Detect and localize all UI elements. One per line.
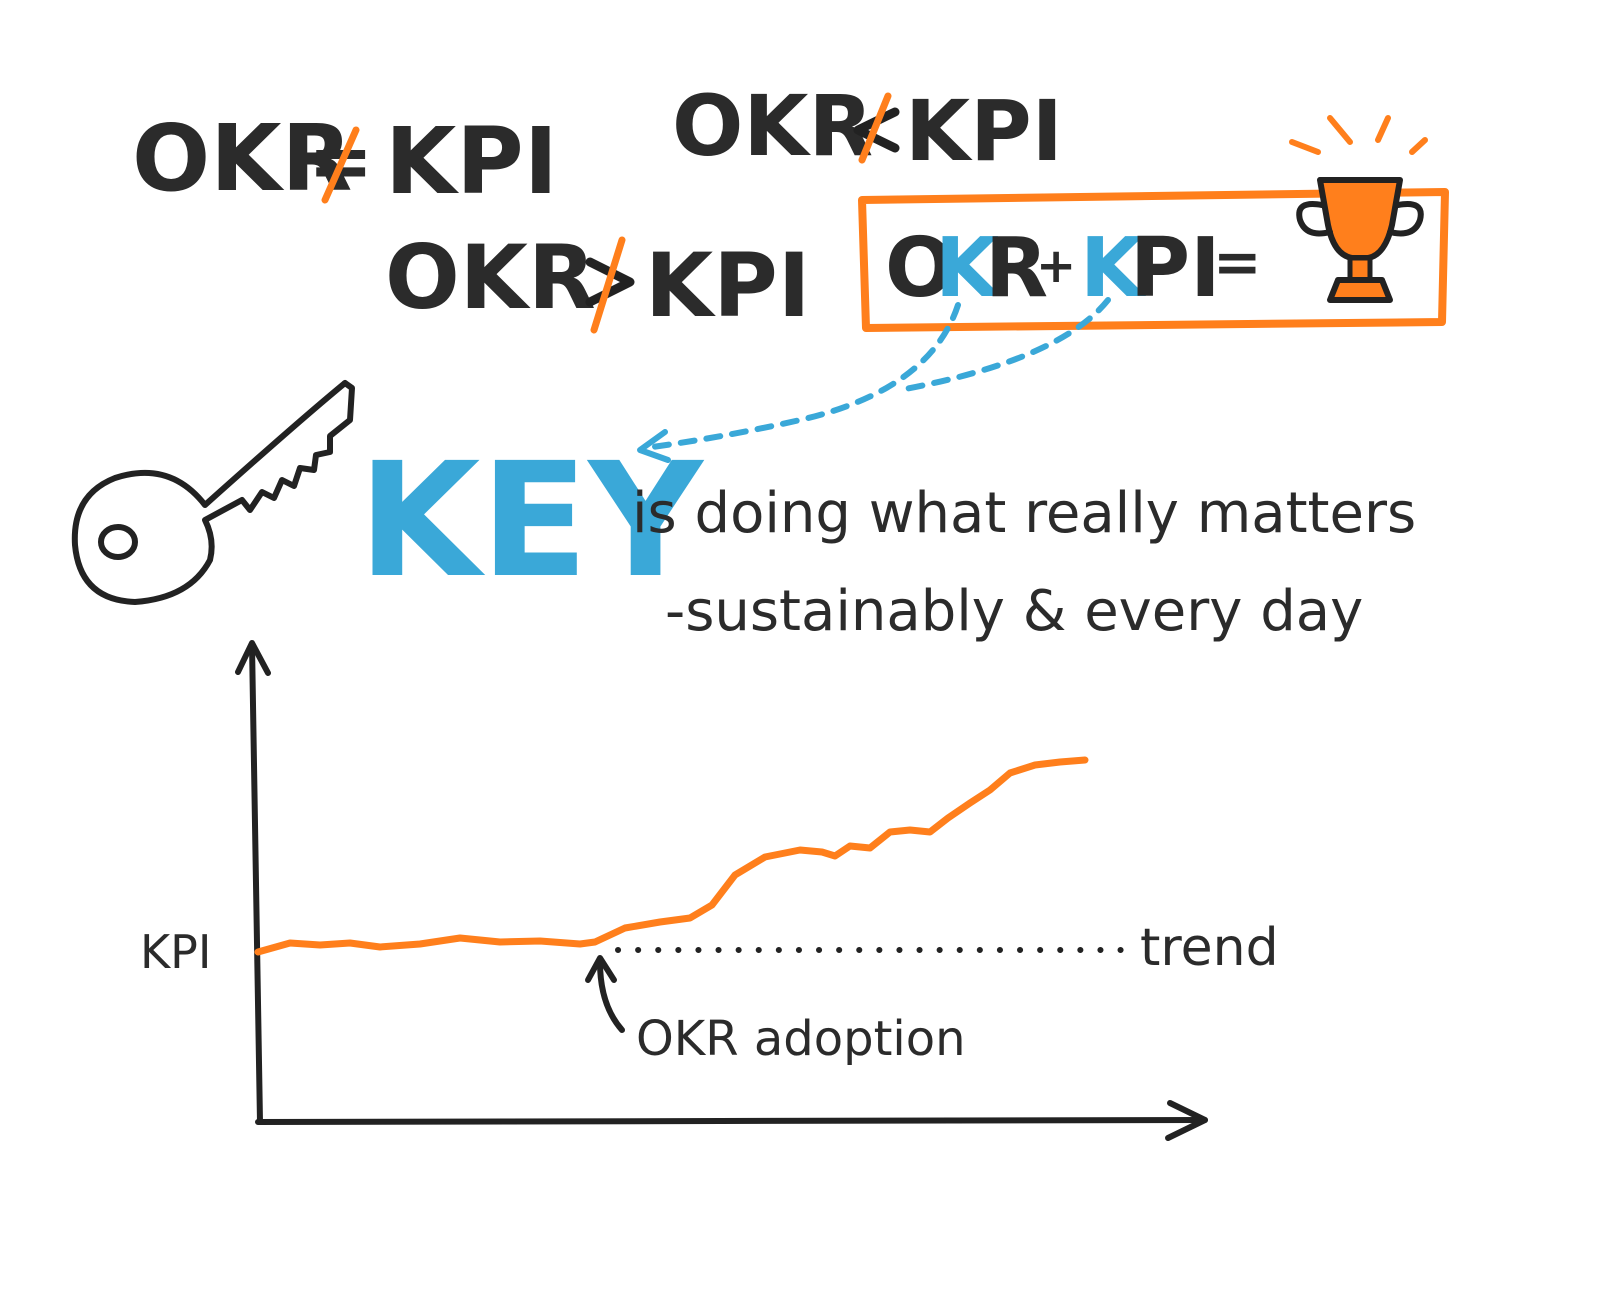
adoption-arrowhead-icon — [585, 955, 617, 983]
key-icon — [71, 380, 355, 605]
orange-frame — [858, 188, 1449, 332]
trophy-icon — [1289, 115, 1428, 303]
adoption-arrow — [597, 959, 625, 1033]
box-r: R — [985, 221, 1048, 316]
eq1-right: KPI — [385, 108, 558, 215]
y-axis-arrow-icon — [235, 640, 271, 676]
eq3-right: KPI — [645, 234, 810, 337]
box-equals: = — [1213, 228, 1262, 296]
x-axis — [255, 1117, 1208, 1125]
kpi-trend-chart: KPI trend OKR adoption — [140, 640, 1279, 1141]
equation-okr-not-equal-kpi: OKR = KPI — [132, 105, 558, 215]
tagline-line1: is doing what really matters — [632, 481, 1416, 546]
winning-equation-box: O K R + K PI = — [858, 115, 1449, 332]
box-k1: K — [935, 221, 1002, 316]
key-word: KEY — [358, 429, 704, 613]
kpi-series-line — [254, 756, 1089, 956]
box-pi: PI — [1130, 221, 1221, 316]
eq3-left: OKR — [385, 226, 596, 329]
box-plus: + — [1036, 238, 1076, 294]
tagline-line2: -sustainably & every day — [665, 579, 1363, 644]
equation-okr-less-kpi: OKR KPI — [672, 77, 1063, 180]
trend-label: trend — [1140, 918, 1279, 978]
equation-okr-greater-kpi: OKR KPI — [385, 226, 810, 337]
adoption-label: OKR adoption — [636, 1011, 966, 1067]
y-axis-label: KPI — [140, 925, 211, 979]
x-axis-arrow-icon — [1165, 1100, 1208, 1141]
box-o: O — [885, 221, 955, 316]
eq3-strike — [590, 236, 626, 334]
key-connectors — [637, 297, 1111, 463]
eq1-strike — [321, 126, 360, 204]
arrowhead-icon — [637, 429, 671, 463]
eq2-right: KPI — [905, 82, 1063, 180]
eq1-left: OKR — [132, 105, 352, 212]
eq2-strike — [858, 92, 892, 164]
y-axis — [249, 642, 263, 1125]
eq2-left: OKR — [672, 77, 873, 175]
box-k2: K — [1080, 221, 1147, 316]
